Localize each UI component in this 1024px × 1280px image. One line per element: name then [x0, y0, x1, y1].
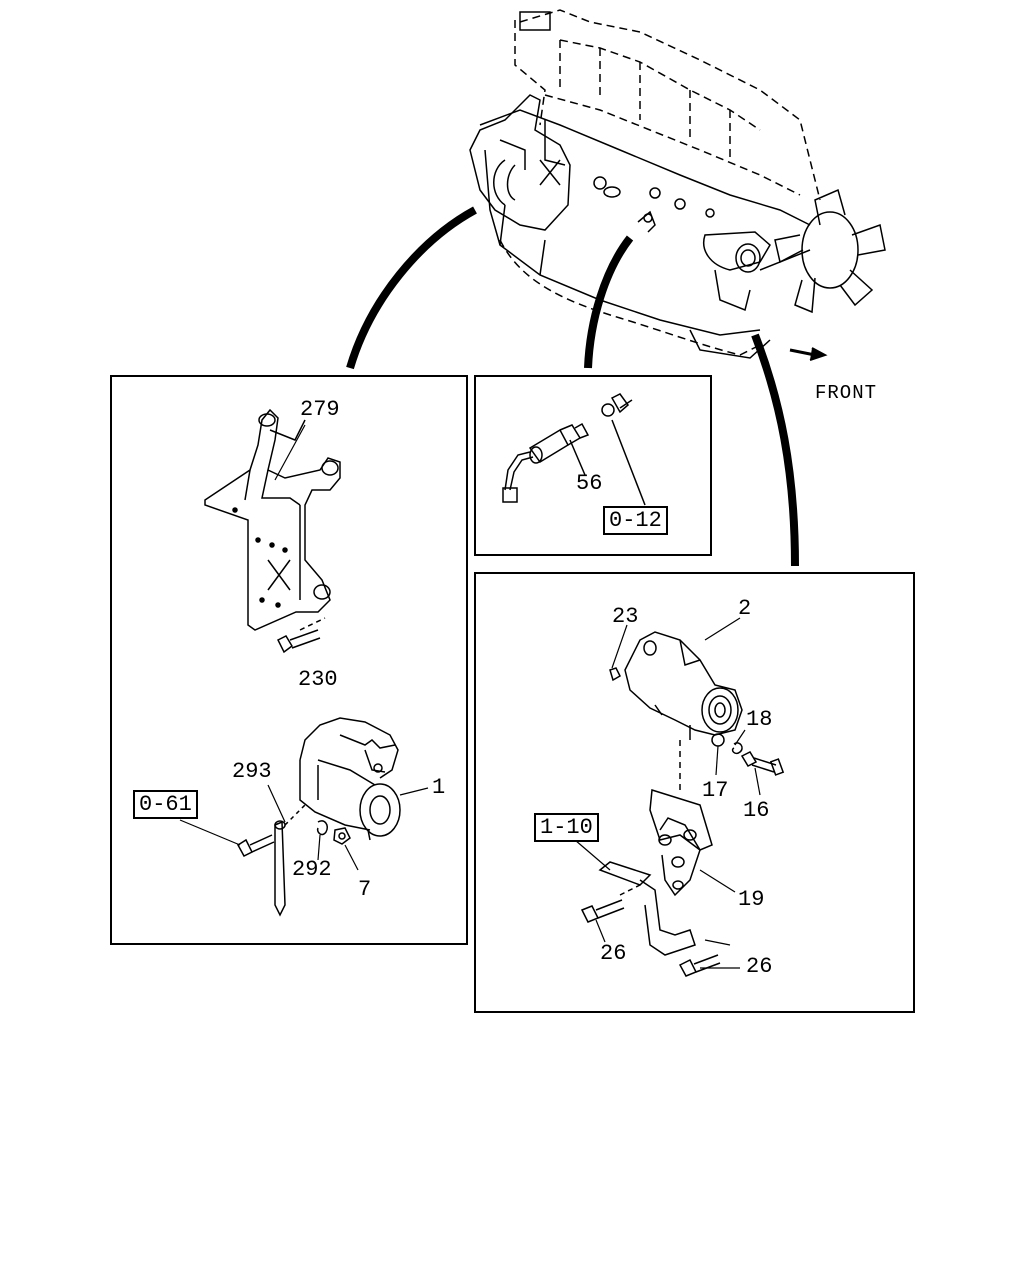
bolt-230 — [276, 617, 326, 654]
alternator-detail-panel — [474, 572, 915, 1013]
engine-bracket-279 — [204, 408, 341, 631]
oil-switch-detail-panel — [474, 375, 712, 556]
part-label-23: 23 — [612, 604, 639, 629]
leader-lines-right — [574, 617, 761, 969]
part-label-7: 7 — [358, 877, 372, 902]
part-label-56: 56 — [576, 471, 603, 496]
part-label-16: 16 — [743, 798, 770, 823]
hardware-293-292-7 — [237, 804, 351, 917]
part-label-2: 2 — [738, 596, 752, 621]
starter-motor-1 — [299, 717, 401, 841]
part-label-26-left: 26 — [600, 941, 627, 966]
part-label-19: 19 — [738, 887, 765, 912]
ref-box-0-61[interactable]: 0-61 — [133, 790, 198, 819]
front-direction-label: FRONT — [815, 382, 878, 404]
cooling-fan — [759, 188, 886, 314]
starter-detail-panel — [110, 375, 468, 945]
leader-curves — [346, 206, 799, 567]
part-label-292: 292 — [292, 857, 332, 882]
oil-pressure-switch-56 — [502, 422, 590, 503]
adapter-0-12 — [601, 393, 646, 506]
part-label-18: 18 — [746, 707, 773, 732]
ref-box-0-12[interactable]: 0-12 — [603, 506, 668, 535]
part-label-26-right: 26 — [746, 954, 773, 979]
part-label-279: 279 — [300, 397, 340, 422]
engine-overview — [469, 9, 886, 361]
ref-box-1-10[interactable]: 1-10 — [534, 813, 599, 842]
part-label-17: 17 — [702, 778, 729, 803]
adjusting-plate-19 — [598, 789, 713, 956]
part-label-230: 230 — [298, 667, 338, 692]
part-label-1: 1 — [432, 775, 446, 800]
alternator-2 — [609, 631, 743, 740]
part-label-293: 293 — [232, 759, 272, 784]
leader-lines-left — [179, 424, 429, 871]
